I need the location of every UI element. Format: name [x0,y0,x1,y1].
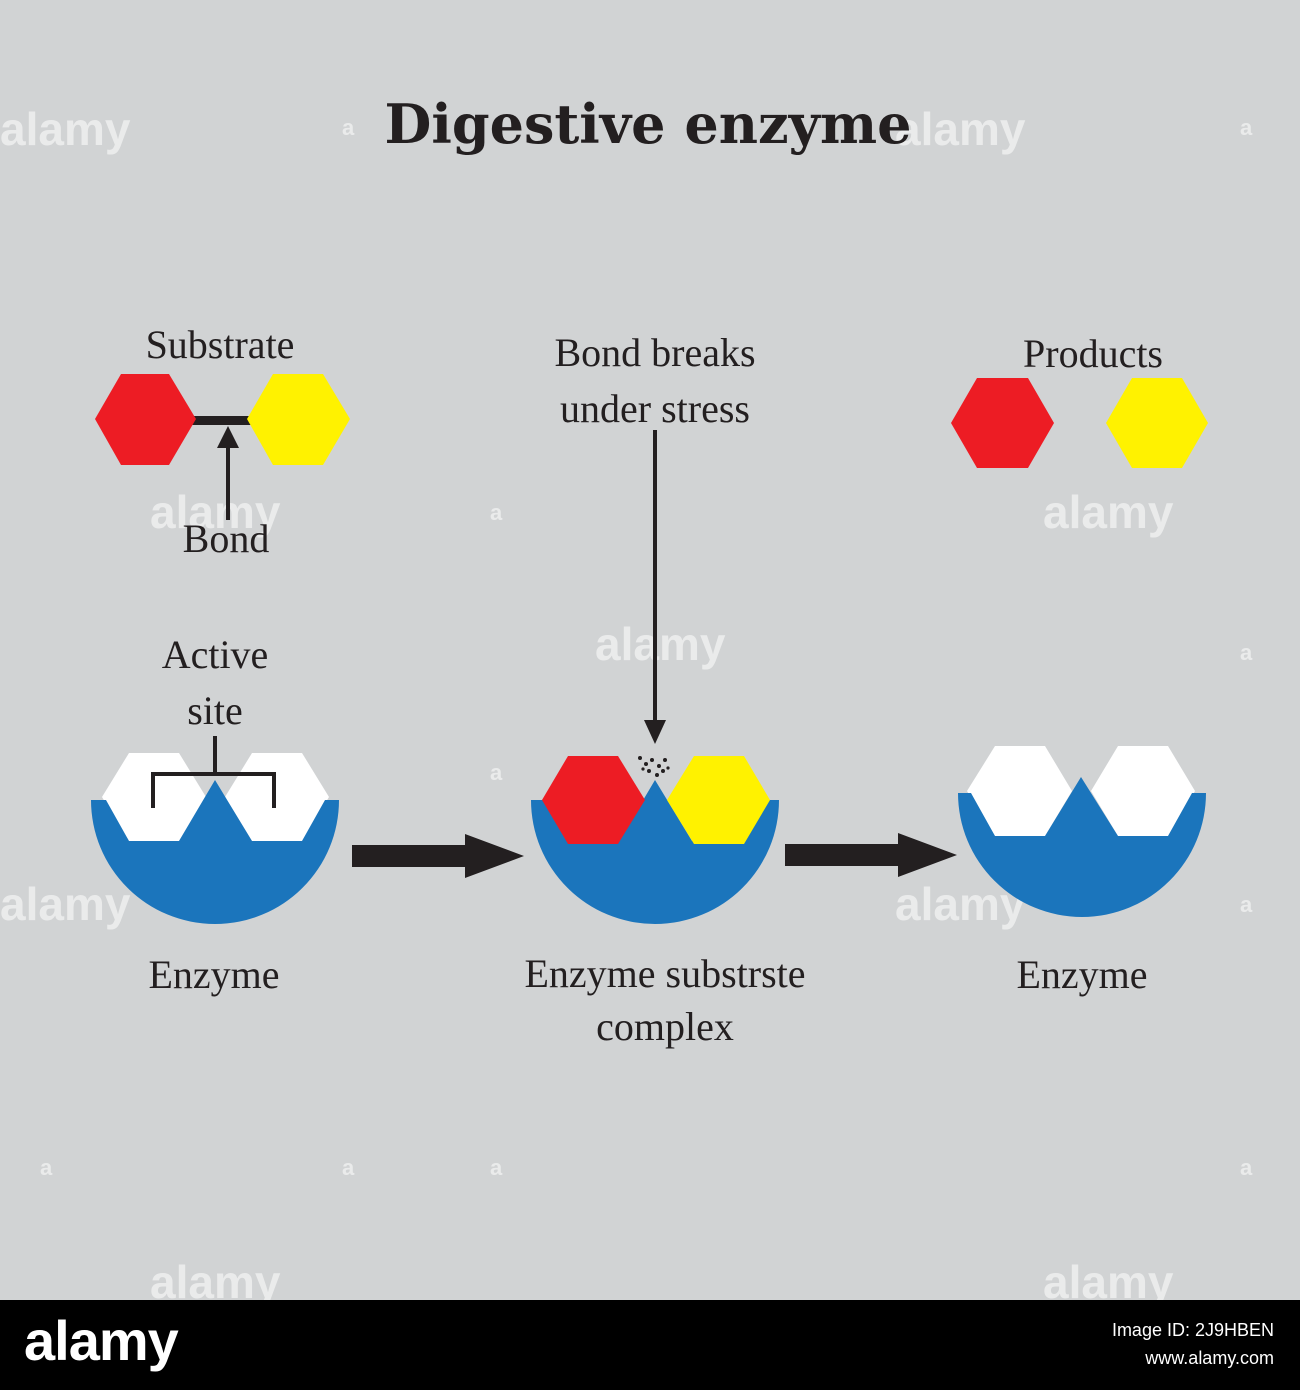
complex-yellow-hexagon [667,756,770,844]
watermark: alamy [0,878,131,930]
bond-fragment [641,767,645,771]
watermark: alamy [150,1256,281,1300]
watermark: a [1240,115,1253,140]
site-url: www.alamy.com [1145,1348,1274,1368]
watermark: alamy [0,103,131,155]
watermark: alamy [895,103,1026,155]
complex-red-hexagon [542,756,645,844]
reaction-arrow-1-shaft [352,845,467,867]
bond-fragment [638,756,642,760]
watermark: alamy [1043,1256,1174,1300]
image-id: Image ID: 2J9HBEN [1111,1320,1274,1340]
bond-breaks-label-line1: Bond breaks [554,330,755,375]
enzyme-right-label: Enzyme [1016,952,1147,997]
watermark: alamy [150,486,281,538]
watermark: alamy [595,618,726,670]
bond-fragment [657,764,661,768]
bond-breaks-label-line2: under stress [560,386,750,431]
bond-pointer-arrowhead [217,426,239,448]
active-site-label-line1: Active [162,632,269,677]
watermark: a [490,500,503,525]
watermark: a [342,1155,355,1180]
enzyme-complex-body [531,780,779,924]
substrate-red-hexagon [95,374,196,465]
enzyme-left-body [91,780,339,924]
enzyme-right-body [958,777,1206,917]
active-site-label-line2: site [187,688,243,733]
reaction-arrow-2-head [898,833,957,877]
bond-fragment [644,762,648,766]
bond-fragment [666,766,670,770]
watermark: a [1240,892,1253,917]
stock-footer: alamy Image ID: 2J9HBEN www.alamy.com [0,1300,1300,1390]
watermark: alamy [1043,486,1174,538]
bond-fragment [655,773,659,777]
bond-breaks-arrowhead [644,720,666,744]
brand-logo: alamy [24,1309,179,1372]
complex-label-line1: Enzyme substrste [524,951,805,996]
reaction-arrow-1-head [465,834,524,878]
watermark: a [1240,640,1253,665]
bond-fragments [638,756,670,777]
bond-fragment [647,769,651,773]
bond-fragment [661,769,665,773]
watermark: a [342,115,355,140]
bond-fragment [663,758,667,762]
active-site-pocket-right [1091,746,1195,836]
bond-label: Bond [183,516,270,561]
substrate-yellow-hexagon [247,374,350,465]
diagram-title: Digestive enzyme [384,92,911,156]
footer-info: Image ID: 2J9HBEN www.alamy.com [1112,1316,1274,1372]
reaction-arrow-2-shaft [785,844,900,866]
bond-fragment [650,758,654,762]
watermark: a [1240,1155,1253,1180]
active-site-bracket [151,736,276,808]
watermark: a [490,1155,503,1180]
substrate-bond-line [190,416,254,425]
substrate-label: Substrate [146,322,295,367]
product-red-hexagon [951,378,1054,468]
enzyme-left-label: Enzyme [148,952,279,997]
watermark-layer: alamy alamy alamy alamy alamy alamy alam… [0,103,1253,1300]
watermark: a [490,760,503,785]
active-site-pocket-left [967,746,1072,836]
products-label: Products [1023,331,1163,376]
enzyme-diagram: alamy alamy alamy alamy alamy alamy alam… [0,92,1253,1300]
watermark: a [40,1155,53,1180]
product-yellow-hexagon [1106,378,1208,468]
complex-label-line2: complex [596,1004,734,1049]
